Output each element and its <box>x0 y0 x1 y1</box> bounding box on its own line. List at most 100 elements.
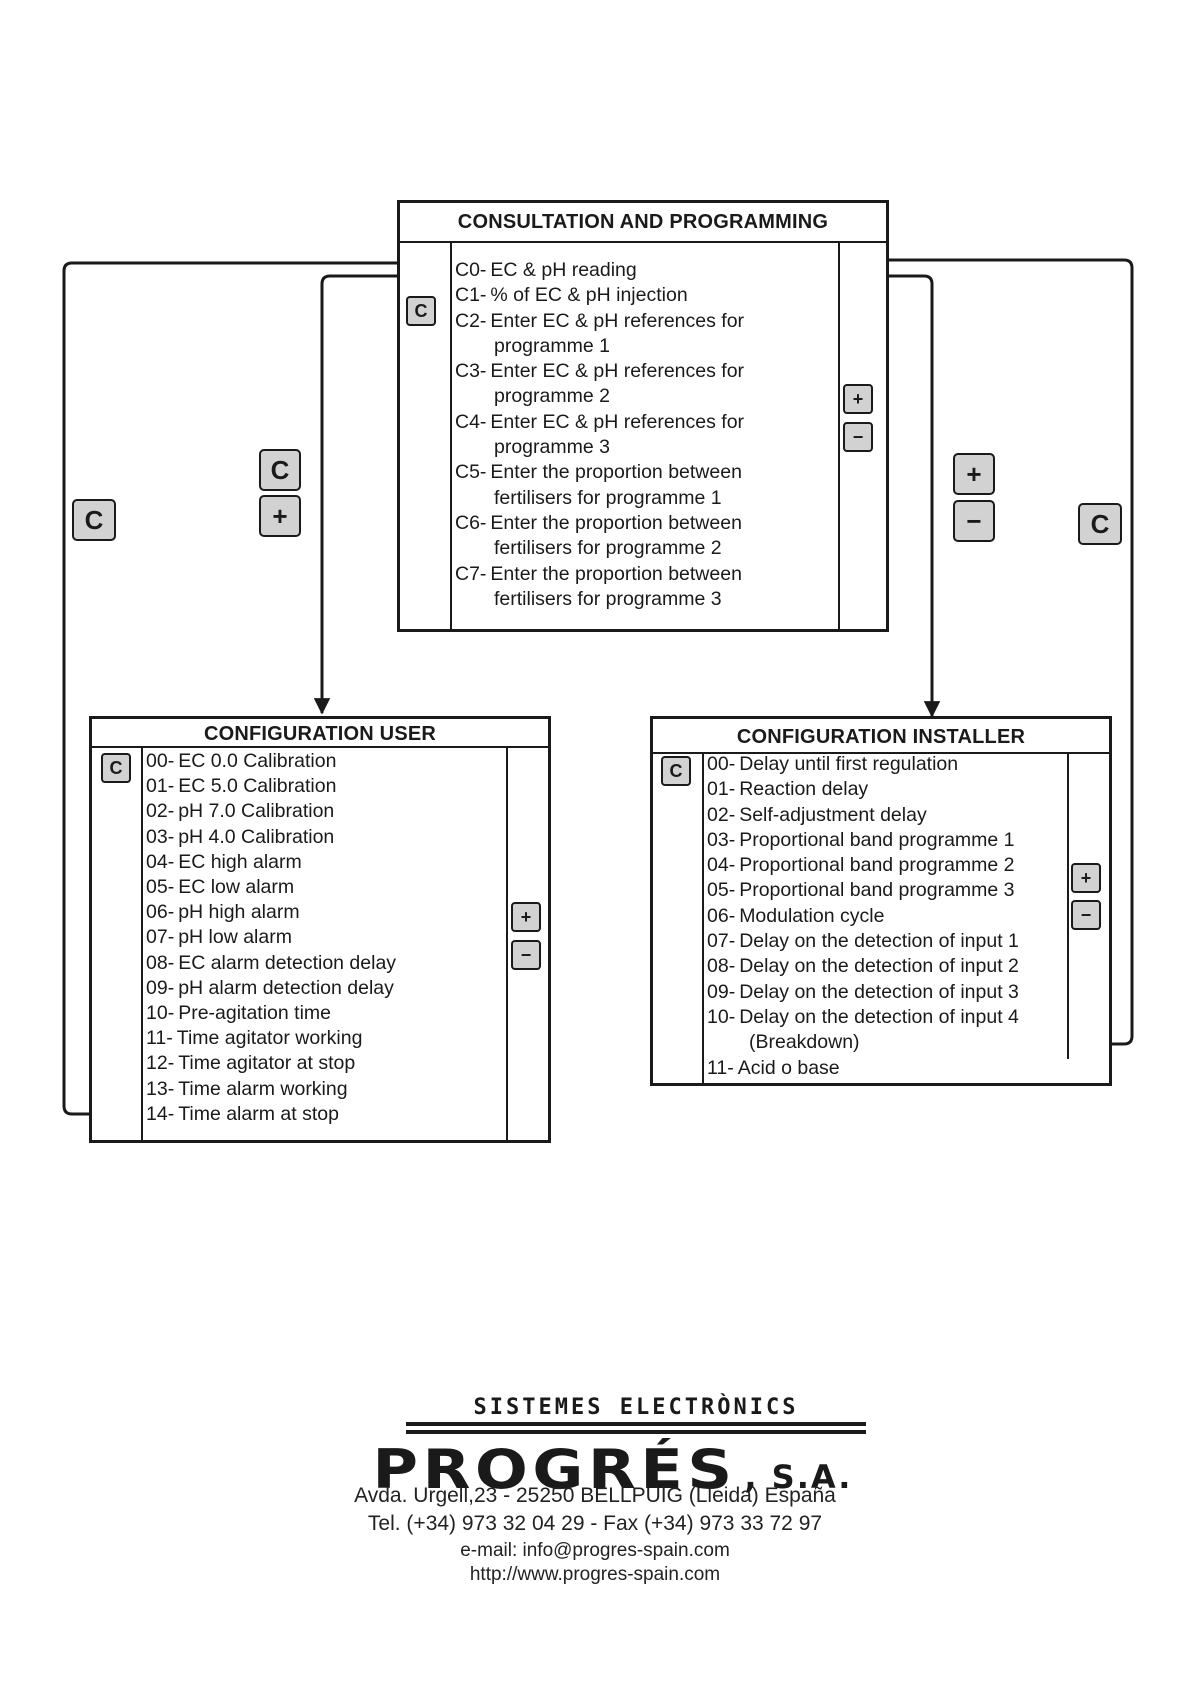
consultation-item-label: fertilisers for programme 3 <box>494 587 722 610</box>
logo-company-suffix: , S.A. <box>744 1458 853 1496</box>
config-user-item-14[interactable]: 14-Time alarm at stop <box>146 1102 396 1127</box>
installer-c-key[interactable]: C <box>661 756 691 786</box>
logo-company-name: PROGRÉS <box>372 1438 737 1501</box>
consultation-item-2[interactable]: C2-Enter EC & pH references for <box>455 309 744 334</box>
config-user-item-0[interactable]: 00-EC 0.0 Calibration <box>146 749 396 774</box>
company-logo: SISTEMES ELECTRÒNICS PROGRÉS , S.A. <box>372 1395 866 1497</box>
config-installer-item-label: Proportional band programme 3 <box>739 879 1015 902</box>
config-installer-item-label: (Breakdown) <box>749 1031 860 1054</box>
to-user-arrow <box>313 274 437 715</box>
config-user-item-11[interactable]: 11-Time agitator working <box>146 1026 396 1051</box>
config-installer-item-5[interactable]: 05-Proportional band programme 3 <box>707 878 1019 903</box>
config-installer-item-8[interactable]: 08-Delay on the detection of input 2 <box>707 954 1019 979</box>
config-installer-item-11[interactable]: 11-Acid o base <box>707 1056 1019 1081</box>
consultation-item-label: Enter the proportion between <box>490 562 742 585</box>
config-installer-item-code: 08- <box>707 955 736 978</box>
config-user-left-divider <box>141 746 143 1140</box>
user-c-key[interactable]: C <box>101 753 131 783</box>
email-link[interactable]: e-mail: info@progres-spain.com <box>460 1540 730 1561</box>
consultation-item-7-line-1[interactable]: fertilisers for programme 3 <box>455 587 744 612</box>
user-entry-plus-key[interactable]: + <box>259 495 301 537</box>
config-installer-item-7[interactable]: 07-Delay on the detection of input 1 <box>707 929 1019 954</box>
consultation-item-5-line-1[interactable]: fertilisers for programme 1 <box>455 486 744 511</box>
consultation-item-5[interactable]: C5-Enter the proportion between <box>455 460 744 485</box>
consultation-item-2-line-1[interactable]: programme 1 <box>455 334 744 359</box>
config-user-item-label: EC high alarm <box>178 850 302 873</box>
installer-minus-key[interactable]: − <box>1071 900 1101 930</box>
consultation-item-6-line-1[interactable]: fertilisers for programme 2 <box>455 536 744 561</box>
installer-entry-plus-key[interactable]: + <box>953 453 995 495</box>
config-user-item-1[interactable]: 01-EC 5.0 Calibration <box>146 774 396 799</box>
config-installer-item-6[interactable]: 06-Modulation cycle <box>707 904 1019 929</box>
consultation-item-3[interactable]: C3-Enter EC & pH references for <box>455 359 744 384</box>
website-link[interactable]: http://www.progres-spain.com <box>469 1564 721 1585</box>
consultation-item-code: C7- <box>455 562 487 585</box>
config-user-item-code: 02- <box>146 800 175 823</box>
config-user-item-12[interactable]: 12-Time agitator at stop <box>146 1051 396 1076</box>
config-user-item-9[interactable]: 09-pH alarm detection delay <box>146 976 396 1001</box>
logo-mark: PROGRÉS , S.A. <box>372 1443 866 1497</box>
config-user-item-6[interactable]: 06-pH high alarm <box>146 900 396 925</box>
consultation-item-4-line-1[interactable]: programme 3 <box>455 435 744 460</box>
phone-text: Tel. (+34) 973 32 04 29 - Fax (+34) 973 … <box>367 1512 823 1535</box>
config-user-item-13[interactable]: 13-Time alarm working <box>146 1077 396 1102</box>
right-loop-c-key[interactable]: C <box>1078 503 1122 545</box>
consultation-plus-key[interactable]: + <box>843 384 873 414</box>
consultation-item-0[interactable]: C0-EC & pH reading <box>455 258 744 283</box>
config-installer-item-2[interactable]: 02-Self-adjustment delay <box>707 803 1019 828</box>
config-installer-item-10[interactable]: 10-Delay on the detection of input 4 <box>707 1005 1019 1030</box>
installer-plus-key[interactable]: + <box>1071 863 1101 893</box>
config-user-item-4[interactable]: 04-EC high alarm <box>146 850 396 875</box>
config-user-item-label: Pre-agitation time <box>178 1002 332 1025</box>
config-installer-item-label: Acid o base <box>737 1056 840 1079</box>
config-user-item-3[interactable]: 03-pH 4.0 Calibration <box>146 825 396 850</box>
config-user-item-label: pH alarm detection delay <box>178 976 394 999</box>
config-installer-item-code: 10- <box>707 1005 736 1028</box>
consultation-panel: CONSULTATION AND PROGRAMMING C0-EC & pH … <box>397 200 889 632</box>
consultation-item-1[interactable]: C1-% of EC & pH injection <box>455 283 744 308</box>
config-user-item-code: 08- <box>146 951 175 974</box>
consultation-item-6[interactable]: C6-Enter the proportion between <box>455 511 744 536</box>
config-installer-item-4[interactable]: 04-Proportional band programme 2 <box>707 853 1019 878</box>
config-installer-item-label: Modulation cycle <box>739 904 885 927</box>
config-user-item-8[interactable]: 08-EC alarm detection delay <box>146 951 396 976</box>
consultation-c-key[interactable]: C <box>406 296 436 326</box>
config-user-item-label: pH low alarm <box>178 926 292 949</box>
logo-subtitle: SISTEMES ELECTRÒNICS <box>473 1395 799 1420</box>
config-installer-item-label: Delay on the detection of input 3 <box>739 980 1019 1003</box>
config-installer-item-code: 11- <box>707 1056 734 1079</box>
config-user-item-10[interactable]: 10-Pre-agitation time <box>146 1001 396 1026</box>
config-installer-item-code: 01- <box>707 778 736 801</box>
user-minus-key[interactable]: − <box>511 940 541 970</box>
consultation-item-code: C2- <box>455 309 487 332</box>
installer-entry-minus-key[interactable]: − <box>953 500 995 542</box>
config-user-item-2[interactable]: 02-pH 7.0 Calibration <box>146 799 396 824</box>
config-installer-item-1[interactable]: 01-Reaction delay <box>707 777 1019 802</box>
config-user-item-7[interactable]: 07-pH low alarm <box>146 925 396 950</box>
config-user-item-5[interactable]: 05-EC low alarm <box>146 875 396 900</box>
config-installer-item-3[interactable]: 03-Proportional band programme 1 <box>707 828 1019 853</box>
consultation-item-7[interactable]: C7-Enter the proportion between <box>455 562 744 587</box>
user-return-arrow <box>62 254 439 1116</box>
user-plus-key[interactable]: + <box>511 902 541 932</box>
config-user-item-label: pH high alarm <box>178 901 300 924</box>
config-installer-item-10-line-1[interactable]: (Breakdown) <box>707 1030 1019 1055</box>
config-user-item-code: 01- <box>146 775 175 798</box>
config-installer-item-0[interactable]: 00-Delay until first regulation <box>707 752 1019 777</box>
consultation-item-code: C3- <box>455 360 487 383</box>
config-installer-item-label: Self-adjustment delay <box>739 803 927 826</box>
config-user-item-code: 12- <box>146 1052 175 1075</box>
consultation-item-4[interactable]: C4-Enter EC & pH references for <box>455 410 744 435</box>
consultation-item-label: Enter the proportion between <box>490 511 742 534</box>
consultation-item-label: programme 2 <box>494 385 610 408</box>
consultation-right-divider <box>838 241 840 629</box>
user-entry-c-key[interactable]: C <box>259 449 301 491</box>
config-installer-item-9[interactable]: 09-Delay on the detection of input 3 <box>707 980 1019 1005</box>
left-loop-c-key[interactable]: C <box>72 499 116 541</box>
consultation-minus-key[interactable]: − <box>843 422 873 452</box>
consultation-item-3-line-1[interactable]: programme 2 <box>455 384 744 409</box>
config-installer-item-label: Delay until first regulation <box>739 753 959 775</box>
